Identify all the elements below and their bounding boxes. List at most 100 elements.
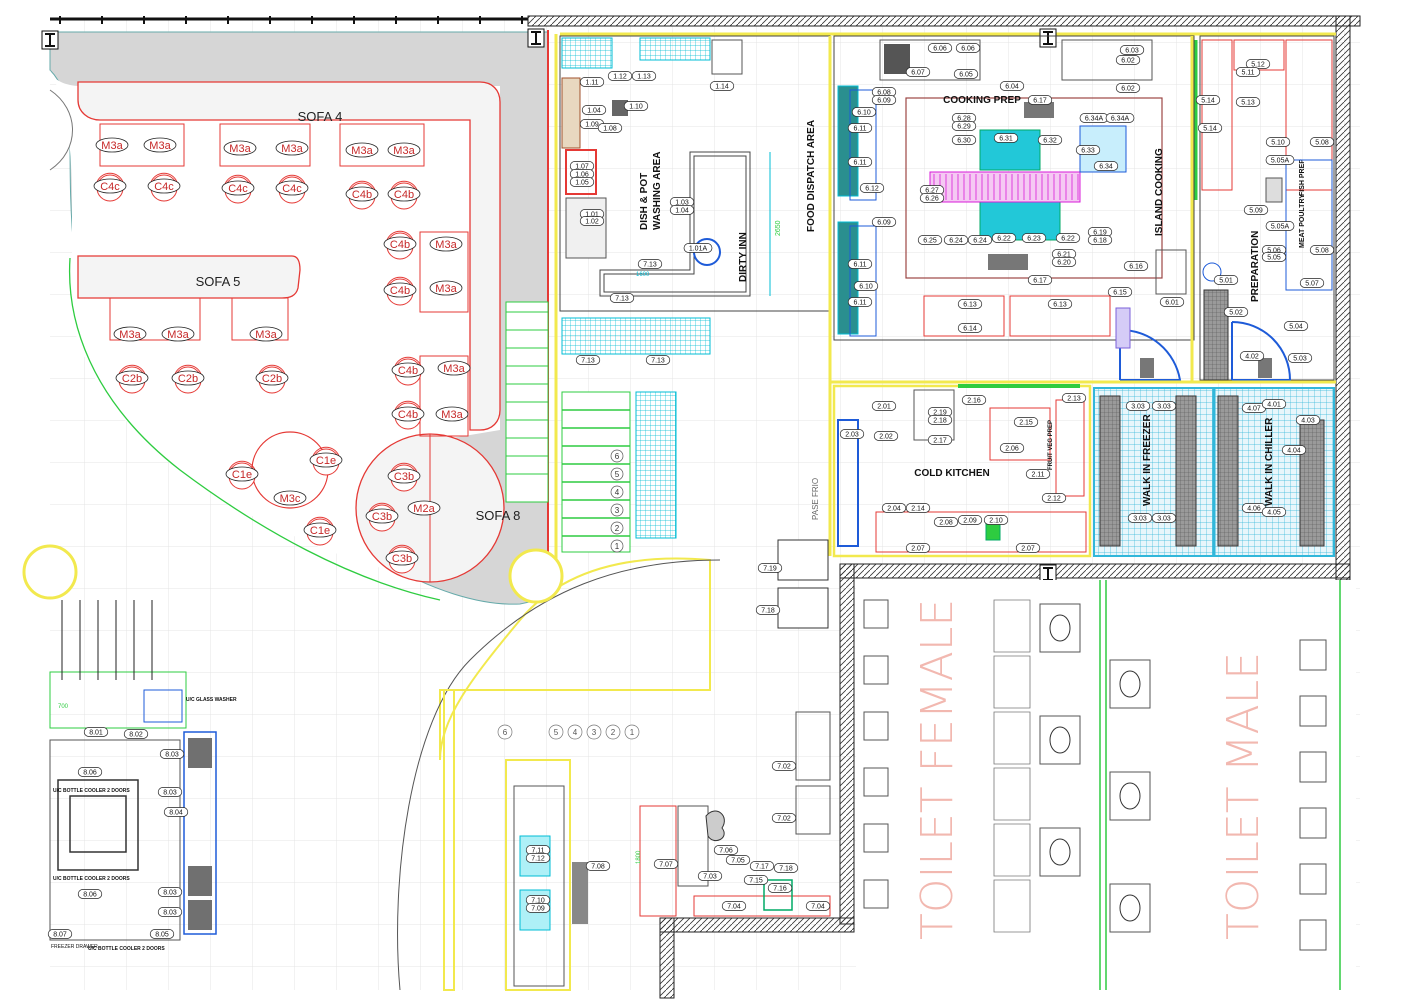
seat-code: C4c xyxy=(100,181,120,193)
equipment-tag: 4.02 xyxy=(1239,351,1265,361)
equipment-tag: 7.02 xyxy=(771,761,797,771)
equipment-tag-text: 7.13 xyxy=(581,358,595,365)
equipment-tag: 4.04 xyxy=(1281,445,1307,455)
dim-1800: 1800 xyxy=(636,850,642,864)
equipment-tag-text: 6.34A xyxy=(1111,116,1130,123)
equipment-tag: 7.12 xyxy=(525,853,551,863)
equipment-tag-text: 6.15 xyxy=(1113,290,1127,297)
equipment-tag-text: 5.04 xyxy=(1289,324,1303,331)
seat-code: C4c xyxy=(228,183,248,195)
equipment-tag: 7.07 xyxy=(653,859,679,869)
equipment-tag: 6.10 xyxy=(851,107,877,117)
table-outline xyxy=(419,231,469,313)
equipment-tag: 6.31 xyxy=(993,133,1019,143)
equipment-tag-text: 6.34A xyxy=(1085,116,1104,123)
equipment-tag: 6.18 xyxy=(1087,235,1113,245)
bottle-cooler-3: U/C BOTTLE COOLER 2 DOORS xyxy=(88,946,165,952)
urinal xyxy=(863,711,889,741)
equipment-tag-text: 6.11 xyxy=(853,262,866,269)
cooking-prep-label: COOKING PREP xyxy=(943,95,1021,106)
seat-c2b: C2b xyxy=(171,364,205,394)
step-number xyxy=(610,449,624,463)
equipment-tag-text: 6.21 xyxy=(1057,252,1071,259)
equipment-tag-text: 8.07 xyxy=(53,932,67,939)
equipment-tag-text: 7.05 xyxy=(731,858,745,865)
equipment-tag: 5.07 xyxy=(1299,278,1325,288)
equipment-tag: 2.13 xyxy=(1061,393,1087,403)
urinal xyxy=(863,879,889,909)
equipment-tag-text: 7.13 xyxy=(615,296,629,303)
equipment-tag-text: 4.06 xyxy=(1247,506,1261,513)
equipment-tag-text: 2.03 xyxy=(845,432,859,439)
seat-code: C4b xyxy=(352,189,372,201)
step-number-text: 6 xyxy=(503,728,508,737)
equipment-tag-text: 2.12 xyxy=(1047,496,1061,503)
equipment-tag: 8.04 xyxy=(163,807,189,817)
equipment-tag-text: 6.08 xyxy=(877,90,891,97)
seat-code: C4c xyxy=(282,183,302,195)
equipment-tag-text: 6.25 xyxy=(923,238,937,245)
seat-c4c: C4c xyxy=(147,172,181,202)
preparation-label: PREPARATION xyxy=(1250,231,1261,302)
dirty-inn-label: DIRTY INN xyxy=(738,232,749,282)
seat-c1e: C1e xyxy=(225,460,259,490)
equipment-tag: 6.16 xyxy=(1123,261,1149,271)
equipment-tag-text: 7.06 xyxy=(719,848,733,855)
equipment-tag: 6.09 xyxy=(871,95,897,105)
equipment-tag: 7.16 xyxy=(767,883,793,893)
urinal xyxy=(1299,751,1327,783)
equipment-tag: 6.06 xyxy=(927,43,953,53)
equipment-tag-text: 6.13 xyxy=(1053,302,1067,309)
equipment-tag-text: 4.07 xyxy=(1247,406,1261,413)
equipment-tag: 6.11 xyxy=(847,157,873,167)
equipment-tag-text: 4.02 xyxy=(1245,354,1259,361)
freezer-drawer-label: FREEZER DRAWER xyxy=(51,944,98,950)
equipment-tag: 1.09 xyxy=(579,119,605,129)
urinal xyxy=(1299,919,1327,951)
equipment-tag: 6.34 xyxy=(1093,161,1119,171)
equipment-tag-text: 6.17 xyxy=(1033,278,1047,285)
equipment-tag-text: 5.01 xyxy=(1219,278,1233,285)
equipment-tag: 7.13 xyxy=(609,293,635,303)
equipment-tag: 6.25 xyxy=(917,235,943,245)
equipment-tag-text: 6.24 xyxy=(949,238,963,245)
urinal xyxy=(1299,639,1327,671)
equipment-tag-text: 8.02 xyxy=(129,732,143,739)
equipment-tag-text: 1.07 xyxy=(575,164,589,171)
equipment-tag: 2.03 xyxy=(839,429,865,439)
equipment-tag-text: 1.11 xyxy=(585,80,598,87)
equipment-tag: 7.04 xyxy=(721,901,747,911)
equipment-tag-text: 2.14 xyxy=(911,506,925,513)
equipment-tag: 1.04 xyxy=(581,105,607,115)
equipment-tag-text: 6.28 xyxy=(957,116,971,123)
round-column xyxy=(508,548,564,604)
equipment-tag: 1.11 xyxy=(579,77,605,87)
equipment-tag: 2.12 xyxy=(1041,493,1067,503)
seat-code: C2b xyxy=(122,373,142,385)
table-outline xyxy=(419,355,469,437)
step-number-text: 1 xyxy=(615,542,620,551)
bar-area: U/C GLASS WASHER U/C BOTTLE COOLER 2 DOO… xyxy=(49,600,237,952)
seat-c4c: C4c xyxy=(221,174,255,204)
equipment-tag: 1.13 xyxy=(631,71,657,81)
glass-washer-label: U/C GLASS WASHER xyxy=(186,697,237,703)
equipment-tag-text: 1.01 xyxy=(585,212,599,219)
step-number-text: 6 xyxy=(615,452,620,461)
step-number-text: 5 xyxy=(615,470,620,479)
equipment-tag: 7.18 xyxy=(755,605,781,615)
equipment-tag-text: 4.03 xyxy=(1301,418,1315,425)
equipment-tag: 5.14 xyxy=(1197,123,1223,133)
seat-c4c: C4c xyxy=(93,172,127,202)
freezer-label: WALK IN FREEZER xyxy=(1142,414,1153,506)
seat-c3b: C3b xyxy=(385,544,419,574)
preparation-area: PREPARATION FISH PREP MEAT POULTRY xyxy=(1199,35,1335,381)
seat-c1e: C1e xyxy=(309,446,343,476)
urinal xyxy=(863,599,889,629)
equipment-tag: 5.05 xyxy=(1261,252,1287,262)
equipment-tag: 2.07 xyxy=(905,543,931,553)
equipment-tag: 5.02 xyxy=(1223,307,1249,317)
toilet-bowl xyxy=(993,655,1151,709)
equipment-tag-text: 8.06 xyxy=(83,770,97,777)
equipment-tag-text: 1.04 xyxy=(587,108,601,115)
